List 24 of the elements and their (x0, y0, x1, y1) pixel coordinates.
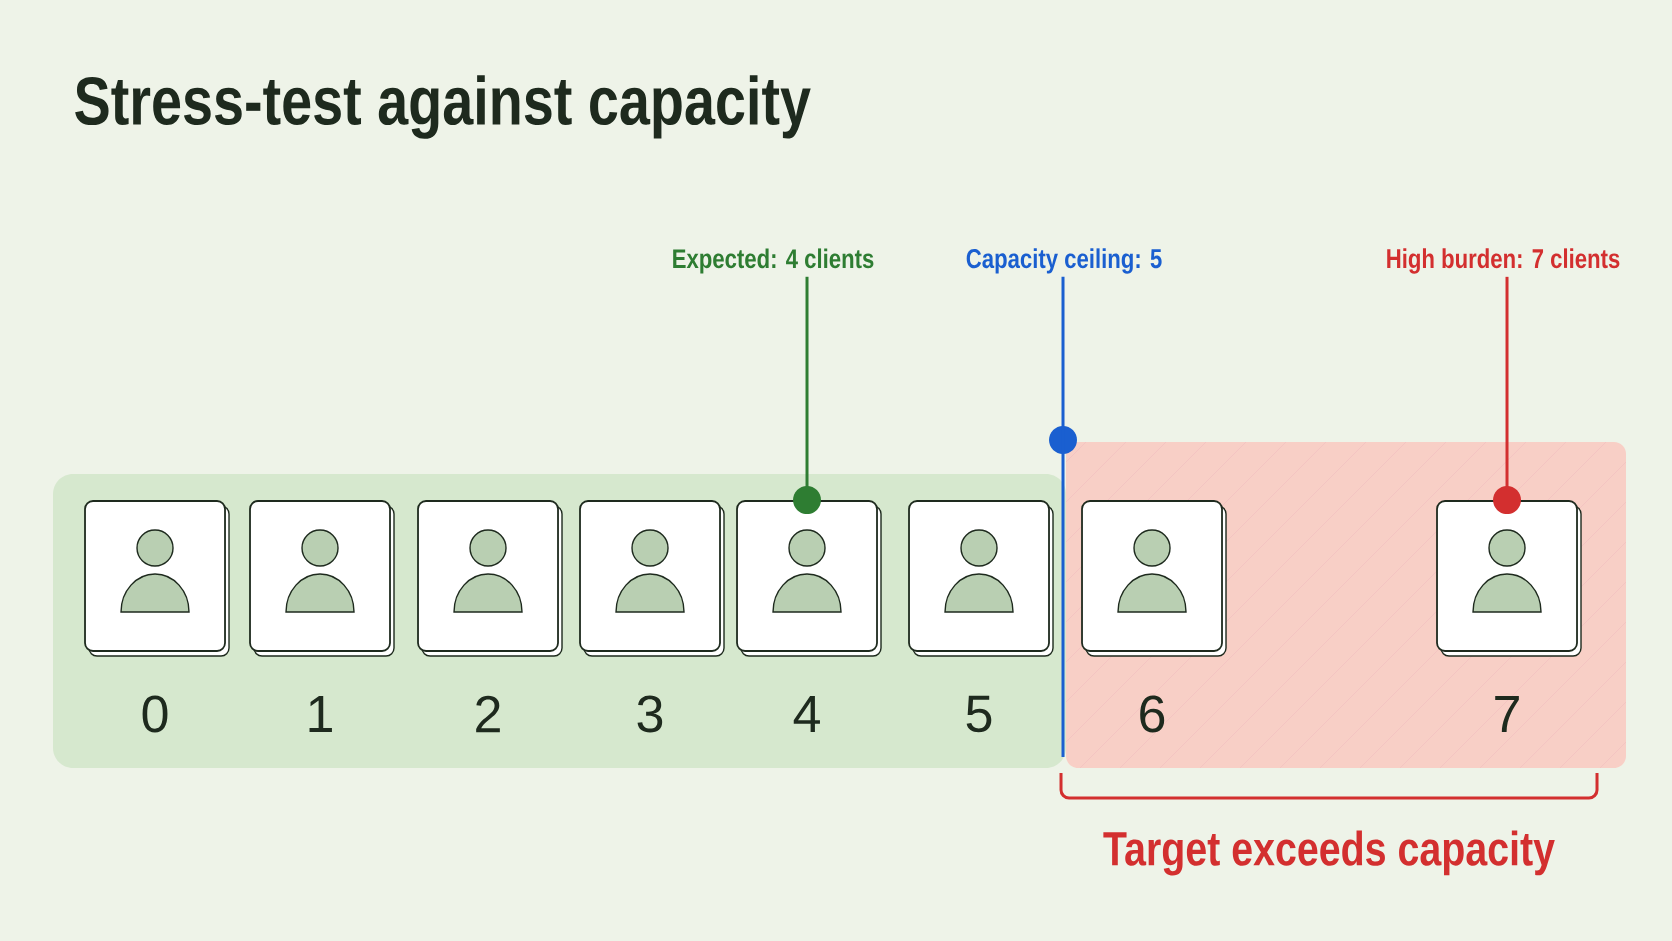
card-number: 4 (793, 696, 820, 732)
card-number: 7 (1495, 696, 1519, 732)
person-card (736, 500, 882, 657)
person-card (908, 500, 1054, 657)
person-card (417, 500, 563, 657)
marker-line (1493, 276, 1521, 515)
threshold-line (1061, 276, 1065, 757)
card-number: 1 (309, 696, 332, 732)
card-number: 5 (966, 695, 992, 733)
person-card (249, 500, 395, 657)
marker-label: High burden: 7 clients (1387, 248, 1620, 274)
bracket-caption: Target exceeds capacity (1103, 830, 1555, 876)
marker-line (793, 276, 821, 515)
card-number: 6 (1140, 695, 1165, 733)
marker-label: Expected: 4 clients (673, 248, 874, 274)
person-card (1436, 500, 1582, 657)
title: Stress-test against capacity (75, 75, 811, 139)
person-card (579, 500, 725, 657)
card-number: 3 (637, 695, 663, 733)
card-number: 2 (476, 695, 500, 733)
card-number: 0 (142, 695, 168, 733)
marker-label: Capacity ceiling: 5 (966, 248, 1162, 274)
person-card (84, 500, 230, 657)
person-card (1081, 500, 1227, 657)
